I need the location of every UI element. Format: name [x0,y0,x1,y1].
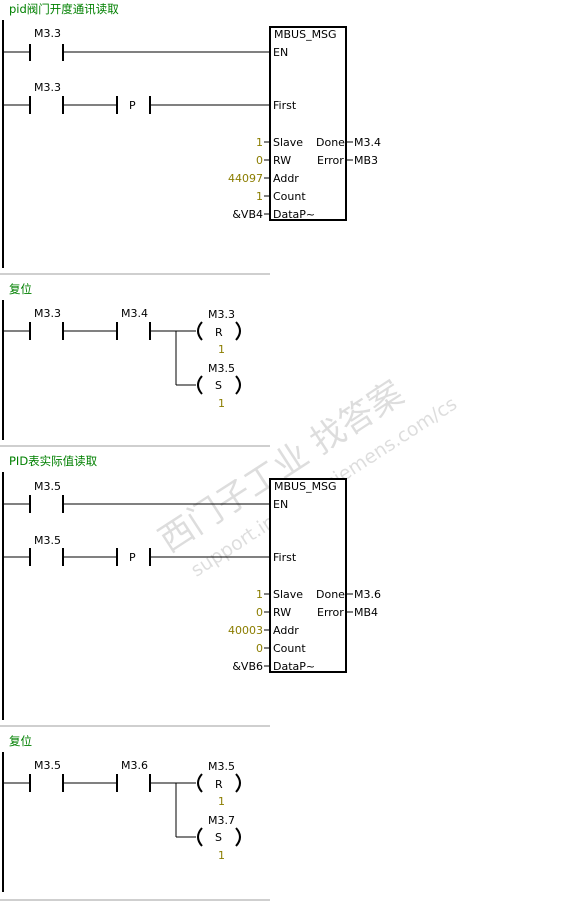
contact-first[interactable]: M3.5 [3,534,117,566]
coil-address: M3.3 [208,308,235,321]
contact-address: M3.5 [34,480,61,493]
coil-count: 1 [218,343,225,356]
coil-address: M3.5 [208,362,235,375]
box-name: MBUS_MSG [274,28,337,41]
network-4[interactable]: 复位 M3.5 M3.6 M3.5 R 1 M3.7 S [2,734,241,892]
reset-coil[interactable]: M3.5 R 1 [197,760,241,808]
pin-addr: Addr [273,624,299,637]
edge-label: P [129,99,136,112]
contact-1[interactable]: M3.3 [3,307,117,340]
coil-symbol: S [215,831,222,844]
contact-enable[interactable]: M3.3 [3,27,270,61]
pin-en: EN [273,46,288,59]
positive-edge-contact[interactable]: P [116,96,270,114]
contact-address: M3.6 [121,759,148,772]
pin-count: Count [273,642,306,655]
contact-address: M3.4 [121,307,148,320]
mbus-msg-box[interactable]: MBUS_MSG EN First Slave RW Addr Count Da… [264,478,353,673]
rw-value[interactable]: 0 [256,154,263,167]
coil-count: 1 [218,795,225,808]
network-title: 复位 [9,734,32,748]
coil-address: M3.7 [208,814,235,827]
datap-value[interactable]: &VB6 [232,660,263,673]
pin-slave: Slave [273,588,303,601]
pin-datap: DataP~ [273,208,315,221]
network-2[interactable]: 复位 M3.3 M3.4 M3.3 R 1 M3.5 S [2,282,241,440]
contact-address: M3.5 [34,534,61,547]
network-3[interactable]: PID表实际值读取 M3.5 M3.5 P MBUS_MSG EN Fir [2,454,381,720]
done-output[interactable]: M3.6 [354,588,381,601]
coil-count: 1 [218,397,225,410]
contact-address: M3.3 [34,27,61,40]
pin-first: First [273,551,297,564]
pin-addr: Addr [273,172,299,185]
edge-label: P [129,551,136,564]
pin-slave: Slave [273,136,303,149]
pin-en: EN [273,498,288,511]
addr-value[interactable]: 40003 [228,624,263,637]
addr-value[interactable]: 44097 [228,172,263,185]
pin-error: Error [317,606,344,619]
box-name: MBUS_MSG [274,480,337,493]
error-output[interactable]: MB3 [354,154,378,167]
mbus-msg-box[interactable]: MBUS_MSG EN First Slave RW Addr Count Da… [264,26,353,221]
network-title: 复位 [9,282,32,296]
contact-first[interactable]: M3.3 [3,81,117,114]
reset-coil[interactable]: M3.3 R 1 [197,308,241,356]
network-title: pid阀门开度通讯读取 [9,2,119,16]
slave-value[interactable]: 1 [256,588,263,601]
error-output[interactable]: MB4 [354,606,378,619]
network-title: PID表实际值读取 [9,454,98,468]
contact-address: M3.3 [34,81,61,94]
pin-error: Error [317,154,344,167]
slave-value[interactable]: 1 [256,136,263,149]
count-value[interactable]: 0 [256,642,263,655]
pin-done: Done [316,136,345,149]
pin-count: Count [273,190,306,203]
coil-symbol: S [215,379,222,392]
set-coil[interactable]: M3.7 S 1 [197,814,241,862]
datap-value[interactable]: &VB4 [232,208,263,221]
contact-address: M3.3 [34,307,61,320]
pin-first: First [273,99,297,112]
contact-2[interactable]: M3.6 [116,759,196,792]
network-1[interactable]: pid阀门开度通讯读取 M3.3 M3.3 P MBUS_MSG [2,2,381,268]
count-value[interactable]: 1 [256,190,263,203]
coil-address: M3.5 [208,760,235,773]
pin-rw: RW [273,154,291,167]
coil-symbol: R [215,326,223,339]
contact-enable[interactable]: M3.5 [3,480,270,513]
contact-2[interactable]: M3.4 [116,307,196,340]
pin-done: Done [316,588,345,601]
coil-symbol: R [215,778,223,791]
contact-1[interactable]: M3.5 [3,759,117,792]
contact-address: M3.5 [34,759,61,772]
set-coil[interactable]: M3.5 S 1 [197,362,241,410]
rw-value[interactable]: 0 [256,606,263,619]
coil-count: 1 [218,849,225,862]
pin-datap: DataP~ [273,660,315,673]
positive-edge-contact[interactable]: P [116,548,270,566]
pin-rw: RW [273,606,291,619]
done-output[interactable]: M3.4 [354,136,381,149]
